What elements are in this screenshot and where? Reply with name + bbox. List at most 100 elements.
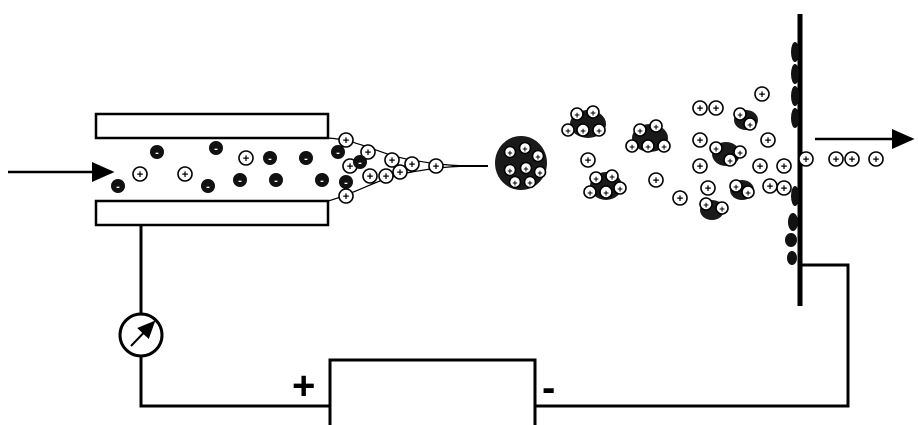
- positive-ion-symbol: +: [367, 171, 374, 183]
- positive-ion: [132, 166, 148, 182]
- negative-ion: [111, 179, 125, 193]
- positive-ion-symbol: +: [565, 126, 571, 137]
- negative-ion: [209, 141, 223, 155]
- positive-ion: [741, 185, 755, 199]
- negative-ion: [331, 145, 345, 159]
- positive-ion: [709, 141, 723, 155]
- capillary-upper-plate: [94, 112, 330, 140]
- negative-ion: [315, 173, 329, 187]
- positive-ion-symbol: +: [433, 161, 440, 173]
- positive-ion-symbol: +: [629, 142, 635, 153]
- positive-ion-symbol: +: [653, 175, 660, 187]
- negative-ion-symbol: -: [320, 175, 324, 187]
- negative-ion: [339, 175, 353, 189]
- positive-ion-symbol: +: [661, 142, 667, 153]
- positive-ion: [561, 123, 575, 137]
- positive-ion: [338, 188, 354, 204]
- positive-ion-symbol: +: [757, 161, 764, 173]
- positive-ion-symbol: +: [523, 164, 528, 174]
- positive-ion-symbol: +: [727, 156, 733, 167]
- positive-ion-symbol: +: [747, 120, 753, 131]
- positive-ion-symbol: +: [512, 178, 517, 188]
- positive-ion: [699, 197, 713, 211]
- positive-ion: [733, 145, 747, 159]
- negative-ion: [150, 145, 164, 159]
- positive-ion-symbol: +: [343, 191, 350, 203]
- positive-ion-symbol: +: [585, 155, 592, 167]
- positive-ion-symbol: +: [697, 135, 704, 147]
- positive-ion: [523, 175, 537, 189]
- positive-ion-symbol: +: [759, 89, 766, 101]
- positive-ion: [586, 105, 600, 119]
- negative-ion: [233, 173, 247, 187]
- positive-ion: [589, 171, 603, 185]
- negative-ion-symbol: -: [116, 181, 120, 193]
- positive-ion: [657, 139, 671, 153]
- positive-ion-symbol: +: [383, 171, 390, 183]
- positive-ion-symbol: +: [580, 126, 586, 137]
- positive-ion: [360, 144, 376, 160]
- power-supply-box: [328, 358, 537, 425]
- negative-ion-symbol: -: [274, 175, 278, 187]
- negative-ion-symbol: -: [238, 175, 242, 187]
- positive-ion: [605, 169, 619, 183]
- positive-ion-symbol: +: [609, 172, 615, 183]
- positive-ion: [700, 180, 716, 196]
- positive-ion-symbol: +: [677, 193, 684, 205]
- negative-ion-symbol: -: [336, 147, 340, 159]
- positive-ion-symbol: +: [593, 174, 599, 185]
- positive-ion-symbol: +: [713, 144, 719, 155]
- positive-ion-symbol: +: [343, 135, 350, 147]
- positive-ion-symbol: +: [617, 184, 623, 195]
- negative-ion: [263, 151, 277, 165]
- positive-ion: [592, 123, 606, 137]
- positive-ion: [729, 179, 743, 193]
- negative-terminal-label: -: [542, 366, 556, 410]
- positive-ion-symbol: +: [733, 182, 739, 193]
- positive-ion: [599, 185, 613, 199]
- positive-ion-symbol: +: [574, 110, 580, 121]
- positive-ion-symbol: +: [182, 169, 189, 181]
- positive-ion: [531, 149, 545, 163]
- positive-ion-symbol: +: [713, 103, 720, 115]
- positive-ion-symbol: +: [409, 159, 416, 171]
- positive-ion: [583, 185, 597, 199]
- ammeter-gauge-icon: [118, 312, 164, 358]
- positive-terminal-label: +: [292, 364, 316, 408]
- positive-ion-symbol: +: [719, 204, 725, 215]
- negative-ion-symbol: -: [206, 181, 210, 193]
- positive-ion-symbol: +: [637, 126, 643, 137]
- negative-ion: [269, 173, 283, 187]
- positive-ion-symbol: +: [590, 108, 596, 119]
- deposited-material: [785, 42, 799, 265]
- positive-ion: [760, 132, 776, 148]
- negative-ion-symbol: -: [214, 143, 218, 155]
- positive-ion: [428, 158, 444, 174]
- positive-ion-symbol: +: [137, 169, 144, 181]
- positive-ion: [625, 139, 639, 153]
- positive-ion: [533, 165, 547, 179]
- positive-ion: [362, 168, 378, 184]
- positive-ion-symbol: +: [873, 154, 880, 166]
- positive-ion-symbol: +: [849, 154, 856, 166]
- positive-ion-symbol: +: [737, 148, 743, 159]
- positive-ion: [715, 201, 729, 215]
- capillary-lower-plate: [94, 199, 330, 227]
- positive-ion: [378, 168, 394, 184]
- positive-ion-symbol: +: [522, 144, 527, 154]
- positive-ion: [692, 100, 708, 116]
- positive-ion: [519, 161, 533, 175]
- positive-ion: [752, 158, 768, 174]
- positive-ion: [404, 156, 420, 172]
- negative-ion: [201, 179, 215, 193]
- circuit-wire-right: [535, 263, 850, 408]
- positive-ion: [798, 151, 814, 167]
- positive-ion-symbol: +: [833, 154, 840, 166]
- positive-ion-symbol: +: [243, 153, 250, 165]
- positive-ion-symbol: +: [365, 147, 372, 159]
- positive-ion: [503, 163, 517, 177]
- positive-ion: [828, 151, 844, 167]
- positive-ion-symbol: +: [767, 181, 774, 193]
- positive-ion: [508, 175, 522, 189]
